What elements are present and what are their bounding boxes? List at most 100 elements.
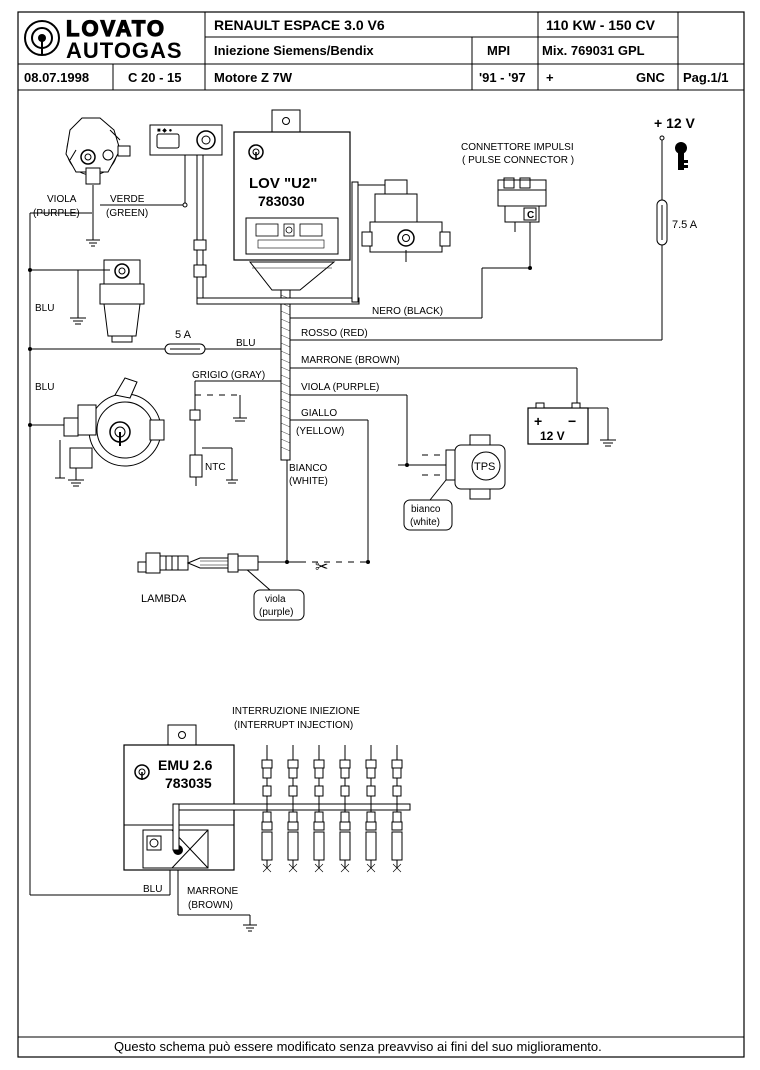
label-ntc: NTC	[205, 462, 226, 473]
label-blu-1: BLU	[35, 303, 54, 314]
diagram-date: 08.07.1998	[24, 70, 89, 85]
label-fuse-5a: 5 A	[175, 329, 192, 341]
ntc-sensor	[189, 395, 247, 486]
mpi-label: MPI	[487, 43, 510, 58]
ground-bottom	[243, 924, 257, 932]
injector-5	[365, 745, 377, 873]
callout-viola: viola	[265, 594, 286, 605]
label-viola-2: VIOLA (PURPLE)	[301, 382, 379, 393]
label-yellow: (YELLOW)	[296, 426, 344, 437]
label-marrone: MARRONE (BROWN)	[301, 355, 400, 366]
pulse-connector-c: C	[527, 210, 534, 221]
connector-dot	[182, 202, 188, 208]
injection-system: Iniezione Siemens/Bendix	[214, 43, 374, 58]
logo-top-text: LOVATO	[66, 16, 166, 41]
battery-minus-sign: −	[568, 413, 576, 429]
label-blu-3: BLU	[35, 382, 54, 393]
top-harness	[196, 297, 360, 305]
gas-switch: ■ ◆ ●	[149, 124, 223, 156]
ecu-code: 783030	[258, 193, 305, 209]
tps-sensor: TPS	[405, 434, 506, 500]
footer-note: Questo schema può essere modificato senz…	[114, 1039, 602, 1054]
ignition-key	[659, 135, 688, 170]
right-harness	[351, 181, 359, 303]
ecu-lov-u2: LOV "U2" 783030	[233, 109, 351, 291]
label-grigio: GRIGIO (GRAY)	[192, 370, 265, 381]
label-verde: VERDE	[110, 194, 145, 205]
fuse-5a	[164, 343, 206, 355]
injector-3	[313, 745, 325, 873]
label-viola: VIOLA	[47, 194, 77, 205]
power-rating: 110 KW - 150 CV	[546, 17, 656, 33]
gas-valve-right	[361, 179, 451, 262]
scissors-icon: ✂	[315, 559, 328, 576]
vehicle-title: RENAULT ESPACE 3.0 V6	[214, 17, 385, 33]
label-white: (WHITE)	[289, 476, 328, 487]
switch-indicator: ■ ◆ ●	[157, 128, 173, 134]
label-rosso: ROSSO (RED)	[301, 328, 368, 339]
gnc-label: GNC	[636, 70, 666, 85]
injector-4	[339, 745, 351, 873]
label-interrupt-en: (INTERRUPT INJECTION)	[234, 720, 353, 731]
label-fuse-7-5a: 7.5 A	[672, 219, 698, 231]
diagram-code: C 20 - 15	[128, 70, 181, 85]
label-nero: NERO (BLACK)	[372, 306, 443, 317]
callout-bianco: bianco	[411, 504, 441, 515]
page-frame	[17, 11, 745, 1058]
label-blu-bottom: BLU	[143, 884, 162, 895]
lpg-filter-solenoid	[70, 259, 145, 343]
injector-harness	[172, 803, 411, 851]
header-table	[18, 12, 744, 91]
ecu-name: LOV "U2"	[249, 175, 317, 192]
lpg-solenoid-valve	[65, 117, 131, 185]
emu-name: EMU 2.6	[158, 757, 213, 773]
label-plus-12v: + 12 V	[654, 115, 696, 131]
fuse-7-5a	[656, 199, 668, 246]
label-purple: (PURPLE)	[33, 208, 80, 219]
lambda-sensor	[137, 552, 289, 574]
connector-left-2	[193, 264, 207, 278]
logo-bottom-text: AUTOGAS	[66, 38, 183, 63]
bianco-white-callout: bianco (white)	[403, 499, 453, 531]
callout-purple: (purple)	[259, 607, 293, 618]
ground-symbol-1	[86, 239, 100, 247]
label-blu-2: BLU	[236, 338, 255, 349]
connector-left-1	[193, 239, 207, 251]
tps-label: TPS	[474, 461, 495, 473]
junction-dot-giallo	[366, 560, 370, 564]
injector-array	[261, 745, 403, 873]
junction-dot-1	[28, 347, 32, 351]
label-green: (GREEN)	[106, 208, 148, 219]
label-pulse-connector-it: CONNETTORE IMPULSI	[461, 142, 574, 153]
plus-sign: +	[546, 70, 554, 85]
wire-labels: VIOLA (PURPLE) VERDE (GREEN) BLU 5 A BLU…	[33, 115, 698, 911]
page-number: Pag.1/1	[683, 70, 729, 85]
reducer-vaporizer	[55, 377, 165, 487]
callout-white: (white)	[410, 517, 440, 528]
viola-purple-callout: viola (purple)	[253, 589, 305, 621]
junction-dot-3	[28, 423, 32, 427]
battery-plus-sign: +	[534, 413, 542, 429]
dashed-wires	[195, 394, 445, 563]
injector-6	[391, 745, 403, 873]
lovato-logo: LOVATO AUTOGAS	[24, 15, 183, 63]
model-years: '91 - '97	[479, 70, 526, 85]
battery-12v: + − 12 V	[527, 402, 616, 447]
label-pulse-connector-en: ( PULSE CONNECTOR )	[462, 155, 574, 166]
pulse-connector: C	[497, 177, 547, 270]
label-interrupt-it: INTERRUZIONE INIEZIONE	[232, 706, 360, 717]
label-brown-bottom: (BROWN)	[188, 900, 233, 911]
label-marrone-bottom: MARRONE	[187, 886, 238, 897]
label-bianco: BIANCO	[289, 463, 328, 474]
engine-code: Motore Z 7W	[214, 70, 293, 85]
label-giallo: GIALLO	[301, 408, 337, 419]
battery-voltage: 12 V	[540, 429, 565, 443]
mix-code: Mix. 769031 GPL	[542, 43, 645, 58]
injector-1	[261, 745, 273, 873]
label-lambda: LAMBDA	[141, 593, 187, 605]
junction-dot-2	[28, 268, 32, 272]
injector-2	[287, 745, 299, 873]
emu-code: 783035	[165, 775, 212, 791]
